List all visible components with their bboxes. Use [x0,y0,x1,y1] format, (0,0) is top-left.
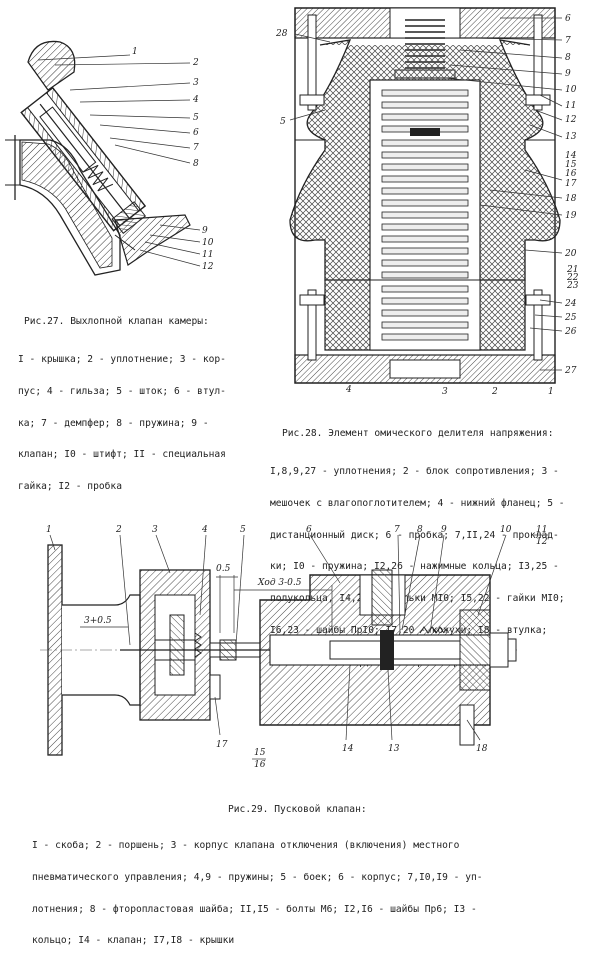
figure-27-caption-line: I - крышка; 2 - уплотнение; 3 - кор- [18,353,226,365]
fig29-label: 4 [201,525,208,535]
fig29-label: 16 [254,760,266,770]
figure-27-caption-line: ка; 7 - демпфер; 8 - пружина; 9 - [18,417,209,429]
figure-29-caption-title: Рис.29. Пусковой клапан: [228,804,367,816]
fig29-label: 7 [394,525,400,535]
fig27-label: 5 [193,113,199,123]
fig28-label: 27 [564,366,577,376]
fig28-label: 15 [565,160,577,170]
fig27-label: 1 [132,47,138,57]
fig28-label: 8 [565,53,571,63]
figure-29-caption-line: кольцо; I4 - клапан; I7,I8 - крышки [32,935,235,947]
figure-29-caption-line: лотнения; 8 - фторопластовая шайба; II,I… [32,903,477,915]
fig27-label: 6 [193,128,199,138]
fig29-label: 6 [306,525,312,535]
fig28-label: 21 [566,265,578,275]
fig27-label: 3 [193,78,199,88]
figure-27-caption-line: клапан; I0 - штифт; II - специальная [18,449,226,461]
fig29-label: 3 [152,525,158,535]
fig29-label: 14 [342,744,354,754]
fig29-label: 9 [441,525,447,535]
fig28-label: 2 [491,387,498,397]
fig28-label: 3 [442,387,448,397]
fig28-label: 10 [565,85,577,95]
fig28-label: 4 [345,385,352,395]
fig29-label: 13 [388,744,400,754]
fig28-label: 20 [564,249,577,259]
fig29-label: 11 [536,525,547,535]
fig28-label: 13 [565,132,577,142]
fig29-label: 15 [254,748,266,758]
fig29-label: 18 [476,744,488,754]
fig29-label: 5 [240,525,246,535]
figure-28-drawing: 28 5 4 6 7 8 9 10 11 12 13 14 15 16 17 1… [270,0,600,405]
fig28-label: 11 [565,101,576,111]
fig28-label: 7 [565,36,571,46]
fig28-label: 26 [564,327,577,337]
fig27-label: 10 [202,238,214,248]
figure-27-caption-line: пус; 4 - гильза; 5 - шток; 6 - втул- [18,385,226,397]
fig29-label: 10 [500,525,512,535]
fig28-label: 17 [565,179,577,189]
fig28-label: 14 [565,151,577,161]
figure-27-caption-line: гайка; I2 - пробка [18,481,122,493]
fig27-label: 12 [202,262,214,272]
fig27-label: 9 [202,226,208,236]
figure-28-caption-line: ки; I0 - пружина; I2,26 - нажимные кольц… [270,561,559,573]
fig29-label: 8 [417,525,423,535]
fig27-label: 4 [192,95,199,105]
figure-27-drawing: 1 2 3 4 5 6 7 8 9 10 11 12 [0,20,260,290]
fig28-label: 18 [565,194,577,204]
figure-28-caption-line: I,8,9,27 - уплотнения; 2 - блок сопротив… [270,465,559,477]
figure-29-drawing: 0.5 Ход 3-0.5 3+0.5 1 2 3 4 5 6 7 8 9 10… [20,515,600,785]
fig29-label: 12 [536,537,548,547]
figure-27-caption: Рис.27. Выхлопной клапан камеры: I - кры… [18,296,268,503]
fig29-label: 1 [46,525,52,535]
fig28-label: 6 [565,14,571,24]
fig29-dim: 0.5 [216,564,231,574]
fig27-label: 8 [193,159,199,169]
figure-28-caption-title: Рис.28. Элемент омического делителя напр… [282,428,554,440]
fig28-label: 25 [564,313,577,323]
fig28-label: 12 [565,115,577,125]
figure-29-caption: Рис.29. Пусковой клапан: I - скоба; 2 - … [32,784,598,958]
fig28-label: 5 [280,117,286,127]
fig28-label: 28 [275,29,288,39]
fig28-label: 23 [566,281,579,291]
fig29-label: 17 [216,740,228,750]
fig28-label: 16 [565,169,577,179]
fig27-label: 11 [202,250,213,260]
fig29-label: 2 [115,525,122,535]
figure-27-caption-title: Рис.27. Выхлопной клапан камеры: [24,316,209,328]
fig27-label: 7 [193,143,199,153]
fig29-dim: 3+0.5 [84,616,112,626]
fig28-label: 22 [566,273,579,283]
figure-29-caption-line: пневматического управления; 4,9 - пружин… [32,871,483,883]
fig27-label: 2 [192,58,199,68]
fig28-label: 9 [565,69,571,79]
figure-28-caption-line: мешочек с влагопоглотителем; 4 - нижний … [270,497,565,509]
figure-29-caption-line: I - скоба; 2 - поршень; 3 - корпус клапа… [32,839,460,851]
fig28-label: 1 [548,387,554,397]
fig29-dim: Ход 3-0.5 [257,578,302,588]
fig28-label: 24 [564,299,577,309]
fig28-label: 19 [565,211,577,221]
